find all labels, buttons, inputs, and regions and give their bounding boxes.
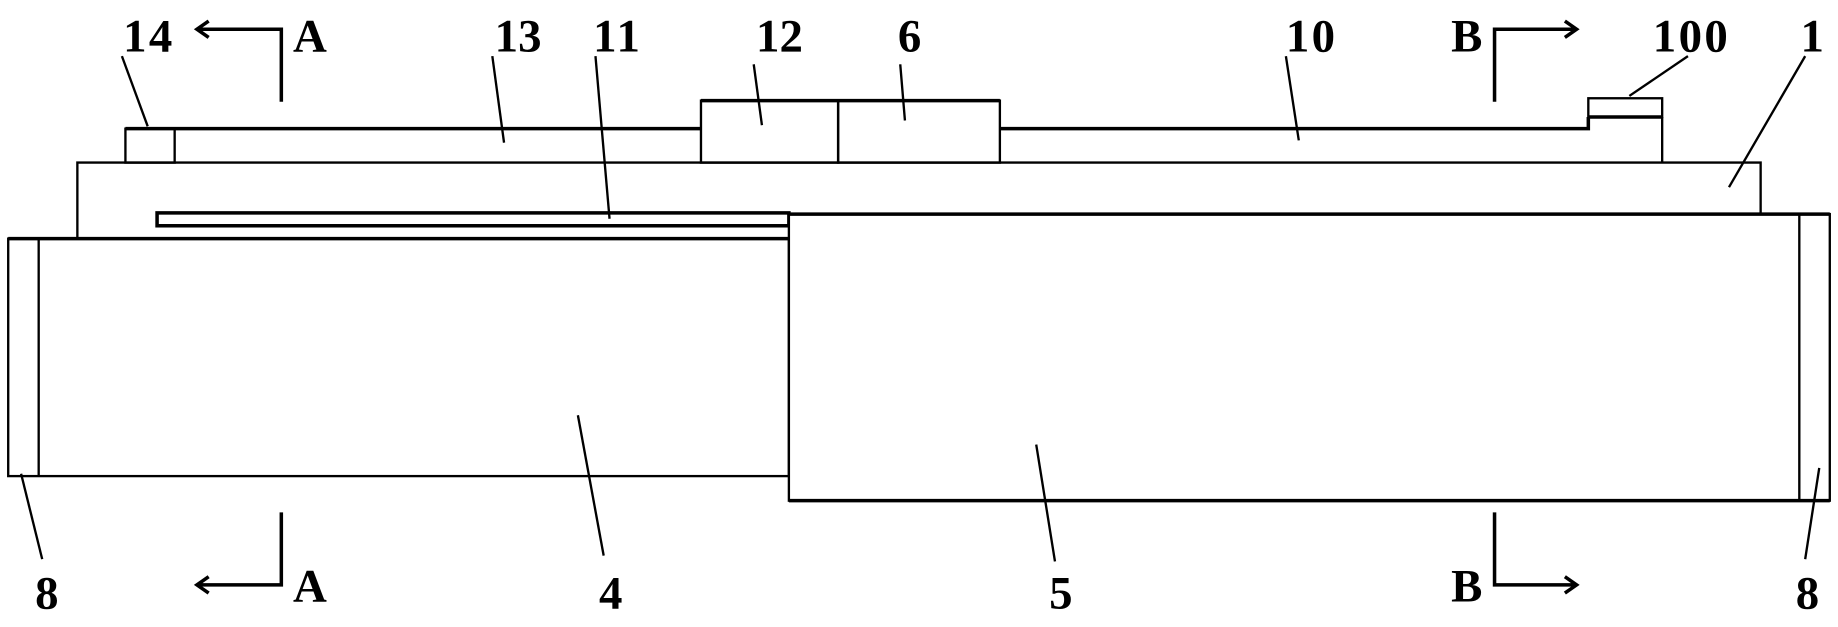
label-section-a-bottom: A (293, 560, 327, 612)
label-8-left: 8 (35, 567, 58, 619)
label-13: 13 (495, 11, 542, 63)
label-section-b-top: B (1451, 11, 1482, 63)
part-5 (787, 212, 1831, 502)
label-8-right: 8 (1796, 567, 1819, 619)
label-section-a-top: A (293, 11, 327, 63)
label-100: 100 (1653, 11, 1728, 63)
section-a-top (193, 19, 284, 102)
part-14 (124, 127, 176, 164)
label-10: 10 (1286, 11, 1335, 63)
part-12 (699, 99, 840, 164)
label-section-b-bottom: B (1451, 560, 1482, 612)
part-4 (7, 237, 791, 478)
part-6 (836, 99, 1002, 164)
label-11: 11 (593, 11, 640, 63)
leader-lines (19, 55, 1821, 562)
label-12: 12 (756, 11, 803, 63)
label-14: 14 (123, 11, 172, 63)
part-10 (999, 116, 1591, 131)
label-4: 4 (599, 567, 622, 619)
part-100 (1587, 97, 1664, 119)
section-a-bottom (193, 512, 284, 595)
label-5: 5 (1049, 567, 1072, 619)
part-11 (155, 211, 791, 228)
section-b-top (1492, 19, 1580, 102)
label-6: 6 (898, 11, 921, 63)
section-b-bottom (1492, 512, 1580, 595)
label-1: 1 (1800, 11, 1823, 63)
